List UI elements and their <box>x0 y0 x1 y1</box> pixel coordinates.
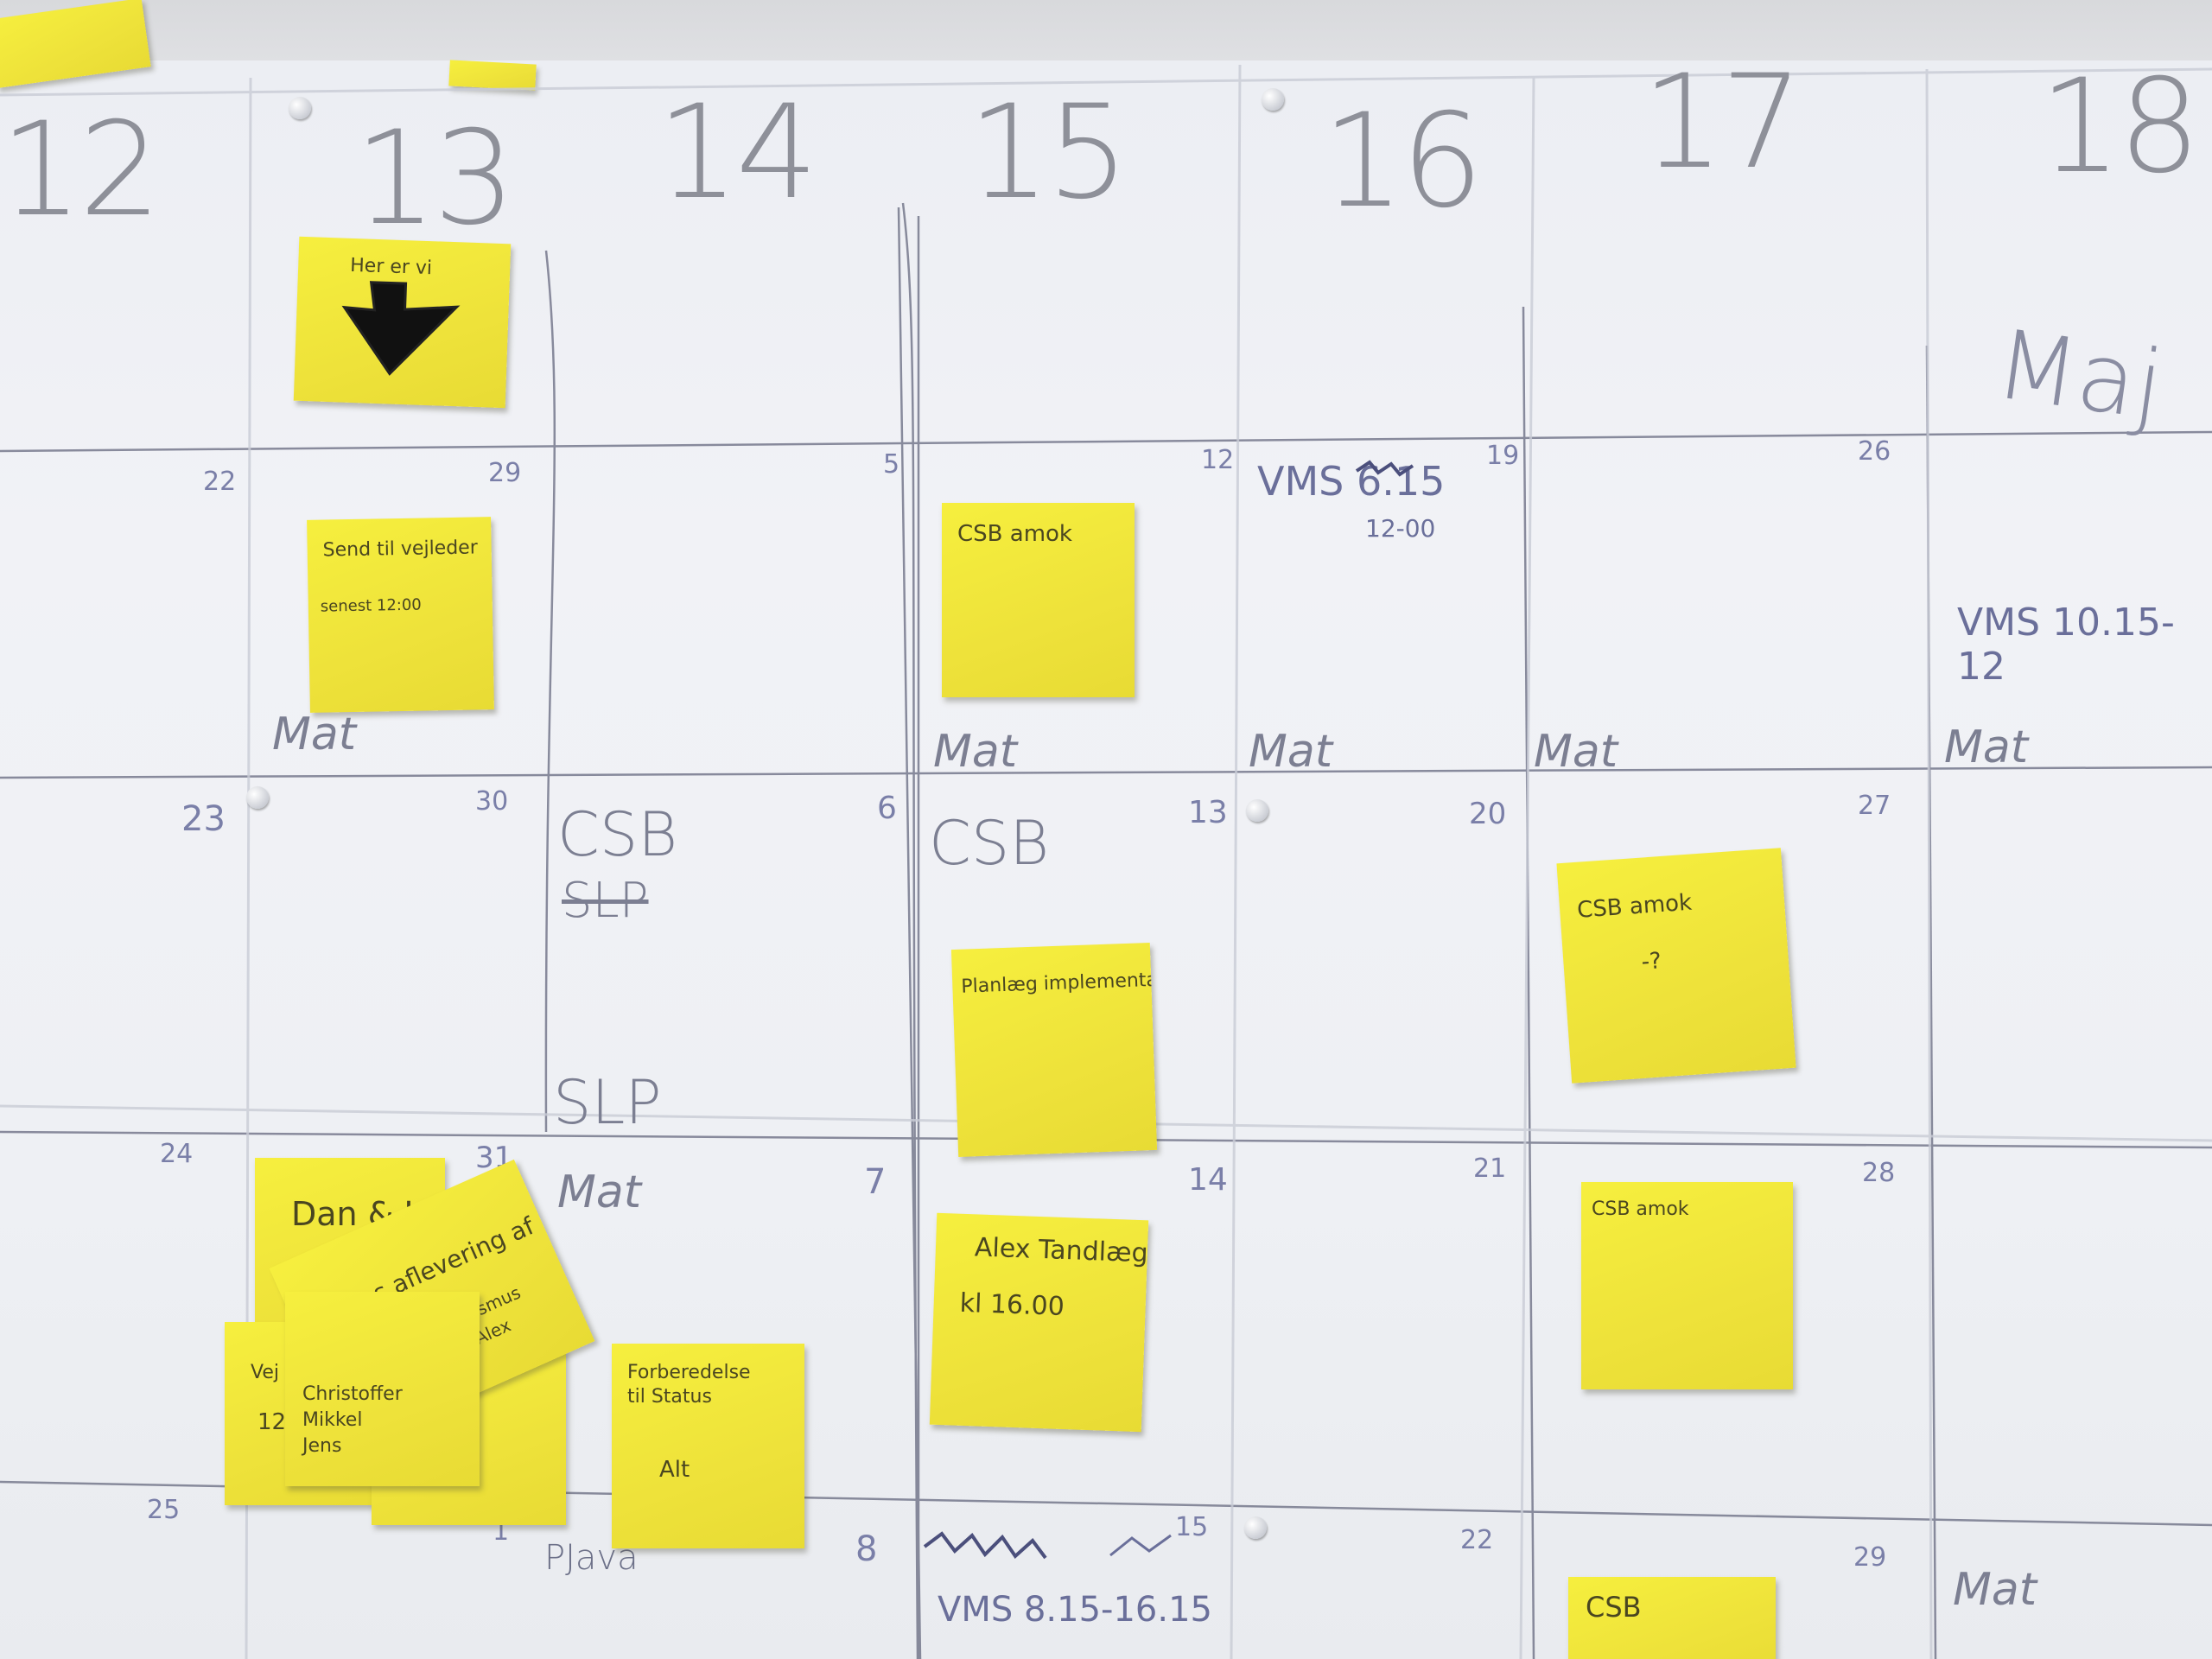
push-pin <box>289 97 311 119</box>
sticky-note-csb-amok: CSB amok <box>942 503 1135 697</box>
day-number: 15 <box>1175 1512 1209 1542</box>
cell-label-mat: Mat <box>557 1166 642 1218</box>
cell-label-mat: Mat <box>1944 721 2029 773</box>
week-number-12: 12 <box>0 95 162 245</box>
week-number-16: 16 <box>1322 86 1484 237</box>
cell-label-mat: Mat <box>1534 726 1618 778</box>
sticky-note-arrow: Her er vi <box>293 236 512 409</box>
push-pin <box>1244 1516 1267 1539</box>
week-number-14: 14 <box>657 78 818 228</box>
day-number: 20 <box>1469 797 1507 831</box>
push-pin <box>246 786 269 809</box>
day-number: 27 <box>1858 791 1891 821</box>
day-number: 26 <box>1858 436 1891 467</box>
cell-note-vms-bottom: VMS 8.15-16.15 <box>938 1590 1212 1630</box>
week-number-13: 13 <box>354 104 516 254</box>
push-pin <box>1262 88 1284 111</box>
day-number: 22 <box>1460 1525 1494 1555</box>
day-number: 22 <box>203 467 237 497</box>
sticky-note-forberedelse: Forberedelse til Status Alt <box>612 1344 804 1548</box>
day-number: 29 <box>1853 1542 1887 1573</box>
sticky-note-csb-bottom: CSB <box>1568 1577 1776 1659</box>
cell-label-slp-struck: SLP <box>562 873 649 929</box>
sticky-note-send: Send til vejleder senest 12:00 <box>307 517 494 713</box>
cell-label-mat: Mat <box>1953 1564 2037 1616</box>
day-number: 23 <box>181 799 226 839</box>
cell-label-mat: Mat <box>933 726 1018 778</box>
day-number: 28 <box>1862 1158 1896 1188</box>
day-number: 8 <box>855 1529 878 1569</box>
cell-note-time: 12-00 <box>1365 514 1436 543</box>
day-number: 5 <box>883 449 900 480</box>
day-number: 25 <box>147 1495 181 1525</box>
cell-label-csb: CSB <box>929 808 1050 879</box>
day-number: 30 <box>475 786 509 817</box>
day-number: 6 <box>877 791 897 826</box>
cell-label-csb: CSB <box>557 799 678 870</box>
day-number: 14 <box>1188 1162 1228 1198</box>
day-number: 19 <box>1486 441 1520 471</box>
cell-note-vms-right: VMS 10.15-12 <box>1957 601 2175 689</box>
sticky-note-alex: Alex Tandlæge kl 16.00 <box>929 1212 1149 1433</box>
push-pin <box>1246 799 1268 822</box>
week-number-17: 17 <box>1642 48 1803 198</box>
cell-note-vms: VMS 6.15 <box>1257 458 1446 505</box>
day-number: 13 <box>1188 795 1228 830</box>
cell-label-mat: Mat <box>272 709 357 760</box>
day-number: 12 <box>1201 445 1235 475</box>
down-arrow-icon <box>341 281 461 376</box>
sticky-note-planlaeg: Planlæg implementation <box>950 943 1158 1157</box>
cell-label-mat: Mat <box>1249 726 1333 778</box>
cell-label-slp: SLP <box>553 1067 662 1138</box>
day-number: 21 <box>1473 1154 1507 1184</box>
week-number-15: 15 <box>968 78 1129 228</box>
day-number: 7 <box>864 1162 887 1202</box>
sticky-note-csb-amok: CSB amok <box>1581 1182 1793 1389</box>
sticky-note-csb-amok: CSB amok -? <box>1556 848 1796 1084</box>
day-number: 29 <box>488 458 522 488</box>
day-number: 24 <box>160 1139 194 1169</box>
sticky-note-group: Christoffer Mikkel Jens <box>285 1292 480 1486</box>
week-number-18: 18 <box>2039 52 2201 202</box>
